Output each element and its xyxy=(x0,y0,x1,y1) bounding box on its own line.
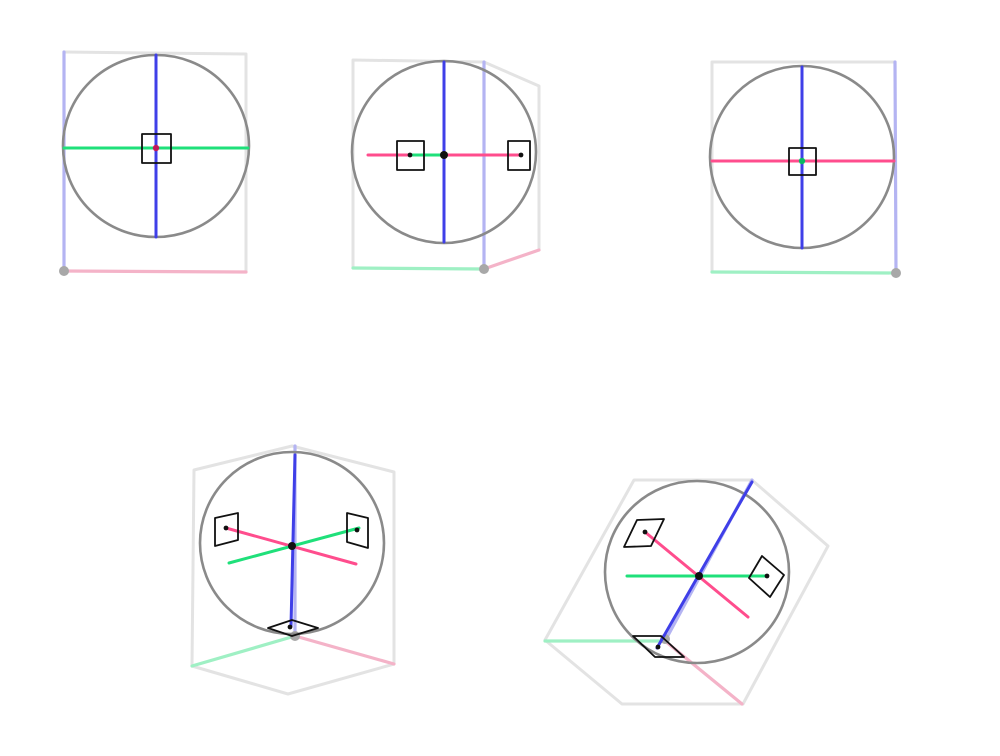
z-axis-faint xyxy=(893,60,898,275)
marker-dot-icon xyxy=(764,573,770,579)
marker-dot-icon xyxy=(287,624,293,630)
square-marker-icon xyxy=(396,140,425,171)
z-axis xyxy=(655,480,754,650)
marker-dot-icon xyxy=(223,525,229,531)
square-marker-icon xyxy=(507,140,531,171)
bounding-box-outline xyxy=(190,444,396,696)
square-marker-icon xyxy=(214,512,239,547)
isometric-view-diagram xyxy=(190,444,396,696)
marker-dot-icon xyxy=(407,152,413,158)
front-view-diagram xyxy=(59,50,251,276)
dimetric-view-diagram xyxy=(543,478,830,706)
z-axis xyxy=(289,453,297,628)
bounding-box-outline xyxy=(543,478,830,706)
square-marker-icon xyxy=(632,635,685,658)
x-axis-faint xyxy=(62,269,248,274)
origin-dot-icon xyxy=(59,266,69,276)
y-axis-faint xyxy=(190,634,297,668)
center-dot-icon xyxy=(798,157,806,165)
square-marker-icon xyxy=(788,147,817,176)
square-marker-icon xyxy=(748,555,785,598)
center-dot-icon xyxy=(440,151,448,159)
origin-dot-icon xyxy=(479,264,489,274)
origin-dot-icon xyxy=(891,268,901,278)
x-axis-faint xyxy=(293,634,396,666)
right-view-diagram xyxy=(708,60,901,278)
y-axis-faint xyxy=(710,270,898,275)
bounding-box-outline xyxy=(710,60,897,274)
y-axis-faint xyxy=(351,266,486,271)
marker-dot-icon xyxy=(354,527,360,533)
sphere-outline xyxy=(198,450,386,636)
square-marker-icon xyxy=(346,512,369,549)
center-dot-icon xyxy=(695,572,703,580)
square-marker-icon xyxy=(141,133,172,164)
side-view-diagram xyxy=(350,58,541,274)
x-axis-faint xyxy=(482,248,541,271)
center-dot-icon xyxy=(288,542,296,550)
marker-dot-icon xyxy=(518,152,524,158)
marker-dot-icon xyxy=(642,529,648,535)
center-dot-icon xyxy=(152,144,160,152)
bounding-box-outline xyxy=(62,50,248,274)
sphere-outline xyxy=(603,479,791,665)
square-marker-icon xyxy=(623,518,665,548)
square-marker-icon xyxy=(267,619,319,637)
marker-dot-icon xyxy=(655,644,661,650)
